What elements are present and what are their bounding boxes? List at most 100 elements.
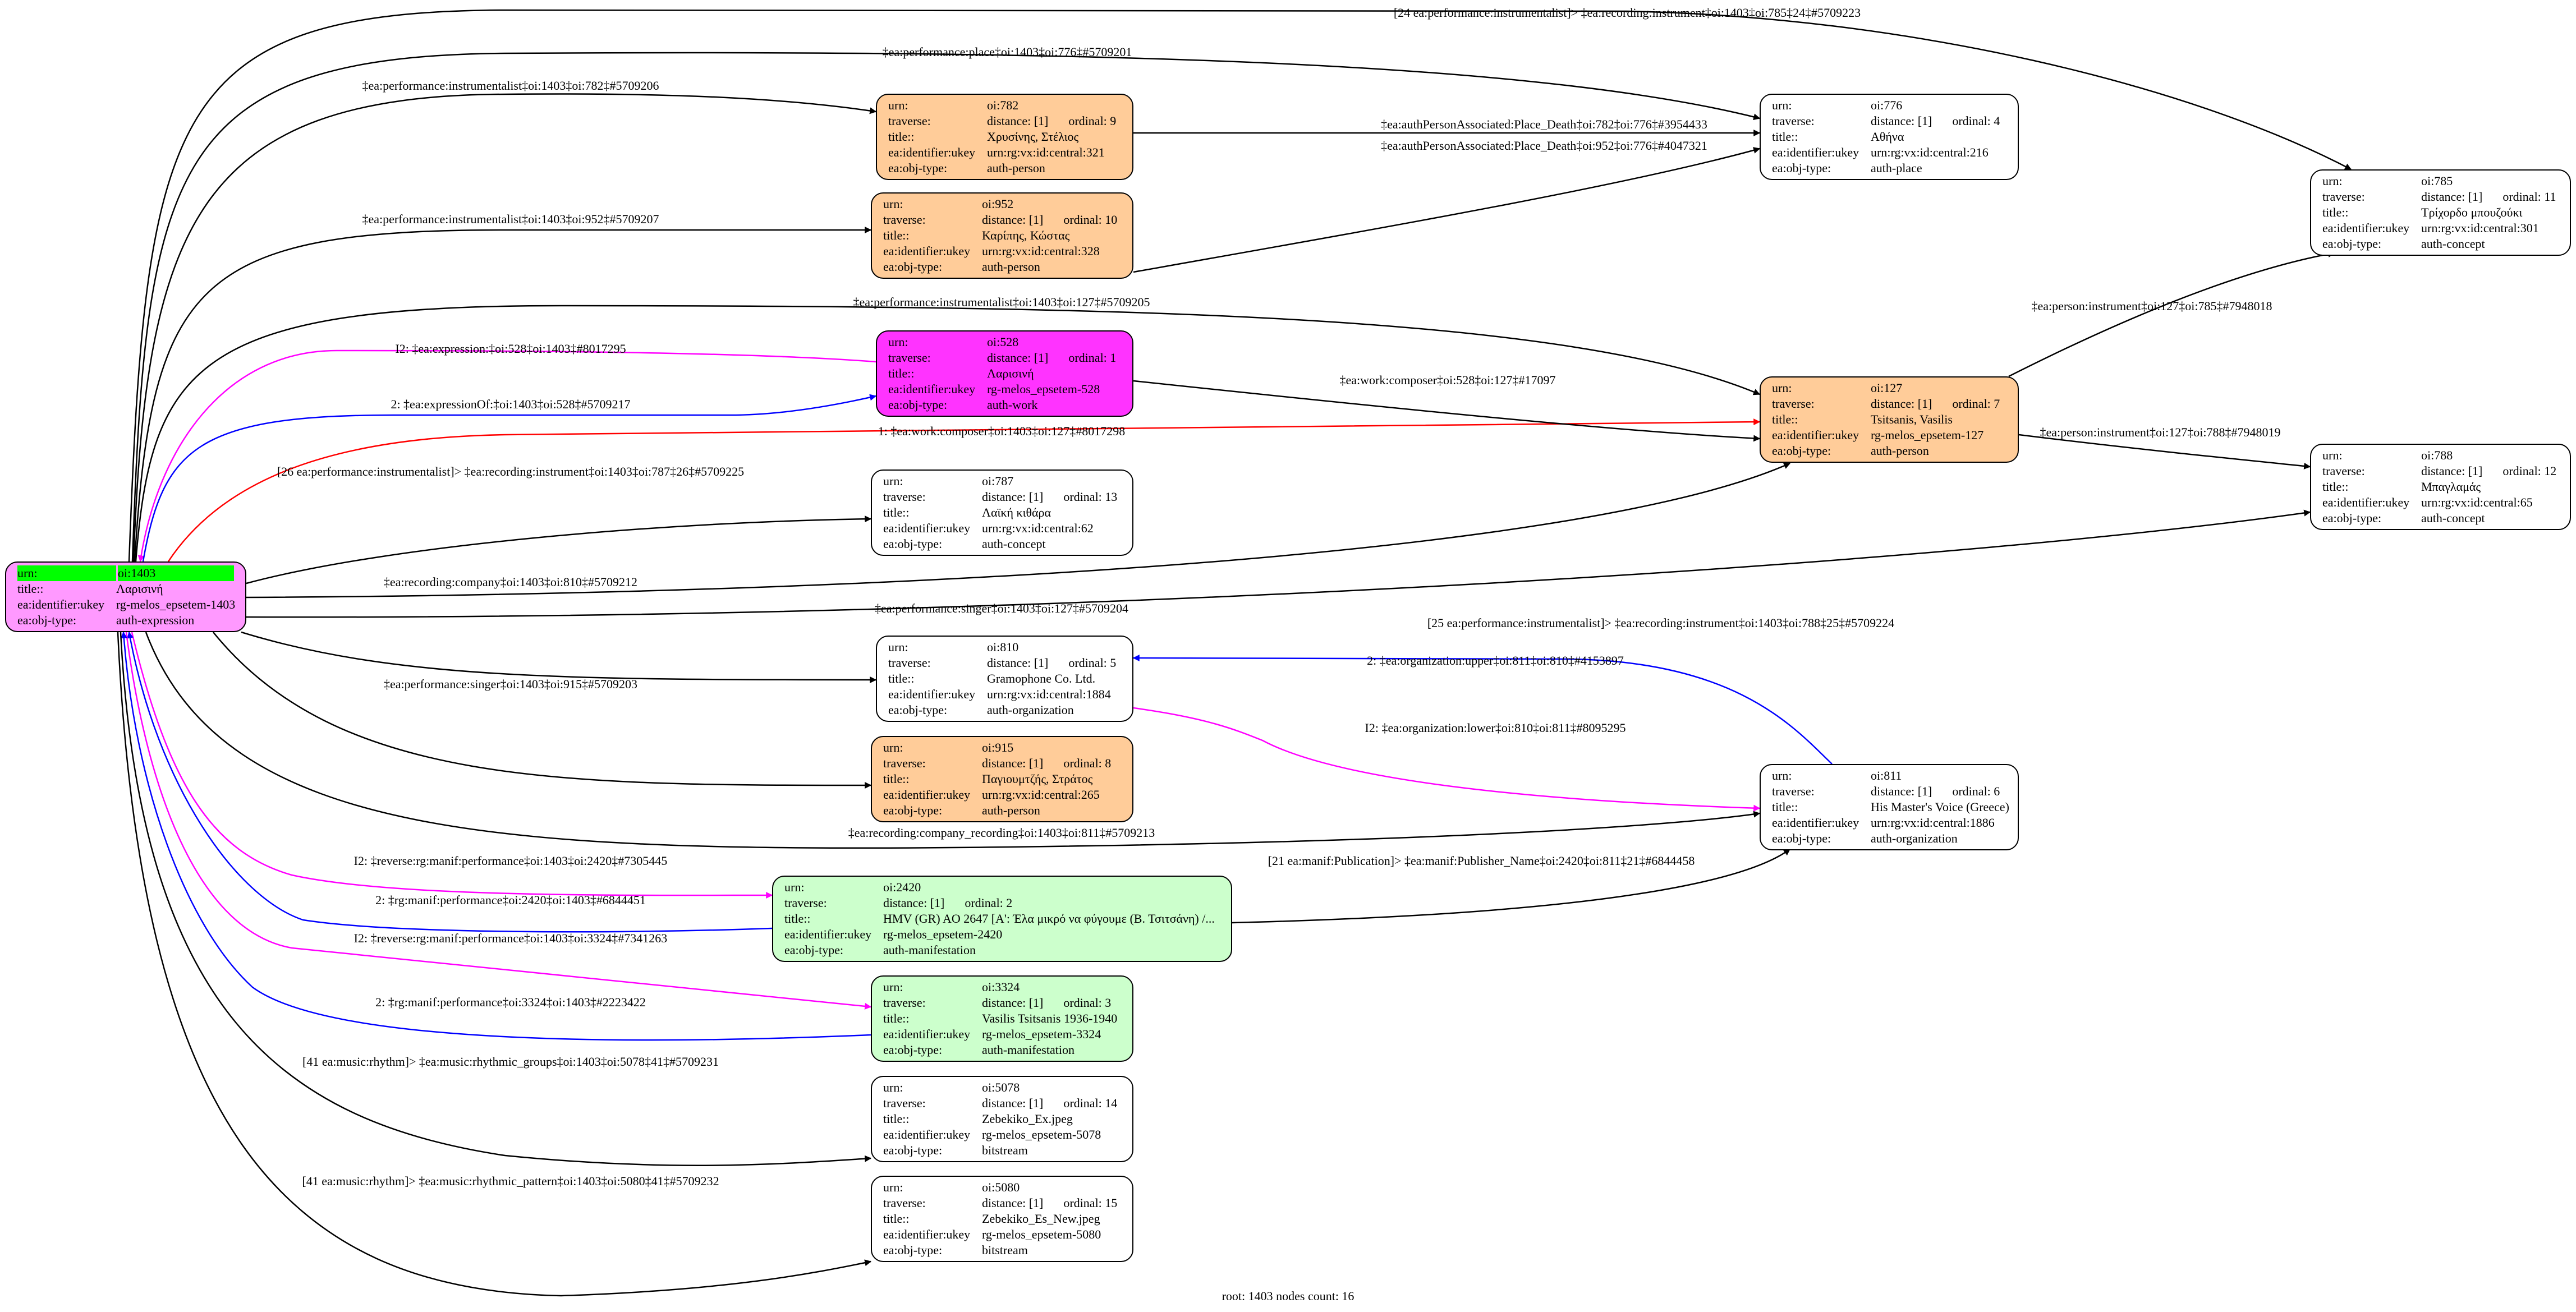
node-traverse-value: distance: [1]ordinal: 14 <box>982 1095 1121 1111</box>
node-field-label: traverse: <box>1772 784 1815 798</box>
node-field-label: title:: <box>888 671 915 685</box>
node-row-urn: urn:oi:915 <box>883 740 1121 756</box>
node-field-label: urn: <box>883 474 903 488</box>
node-field-label: title:: <box>883 228 910 242</box>
node-field-value: oi:952 <box>982 197 1014 211</box>
node-field-value: Παγιουμτζής, Στράτος <box>982 772 1093 786</box>
node-field-label: traverse: <box>883 213 926 227</box>
node-row-urn: urn:oi:127 <box>1772 380 2006 396</box>
edge: [41 ea:music:rhythm]> ‡ea:music:rhythmic… <box>117 632 872 1297</box>
node-distance: distance: [1] <box>883 896 945 910</box>
edge-label: [25 ea:performance:instrumentalist]> ‡ea… <box>1427 616 1894 630</box>
node-row-type: ea:obj-type:auth-place <box>1772 160 2006 176</box>
node-field-value: oi:915 <box>982 740 1014 754</box>
graph-footer: root: 1403 nodes count: 16 <box>1222 1289 1354 1303</box>
node-field-value: oi:2420 <box>883 880 921 894</box>
edge-line <box>241 631 877 683</box>
node-field-label: traverse: <box>784 896 827 910</box>
node-field-label: title:: <box>2322 480 2349 494</box>
node-field-value: oi:788 <box>2421 448 2453 462</box>
node-ordinal: ordinal: 6 <box>1952 784 2000 798</box>
node-field-value: Μπαγλαμάς <box>2421 480 2481 494</box>
edge-label: I2: ‡ea:expression:‡oi:528‡oi:1403‡#8017… <box>395 342 626 356</box>
node-row-traverse: traverse:distance: [1]ordinal: 4 <box>1772 113 2006 129</box>
node-row-type: ea:obj-type:auth-work <box>888 397 1121 413</box>
node-field-label: ea:obj-type: <box>1772 831 1831 845</box>
node-row-urn: urn: oi:952 <box>883 196 1121 212</box>
node-row-type: ea:obj-type:auth-concept <box>883 536 1121 552</box>
node-field-value: urn:rg:vx:id:central:216 <box>1871 145 1989 159</box>
edge-line <box>117 632 872 1297</box>
node-field-value: oi:5078 <box>982 1080 1020 1094</box>
edge-label: ‡ea:authPersonAssociated:Place_Death‡oi:… <box>1381 117 1707 131</box>
node-ordinal: ordinal: 7 <box>1952 397 2000 411</box>
node-distance: distance: [1] <box>1871 397 1932 411</box>
node-field-value: oi:782 <box>987 98 1019 112</box>
node-row-title: title::Καρίπης, Κώστας <box>883 228 1121 243</box>
node-row-urn: urn:oi:811 <box>1772 768 2006 784</box>
node-field-value: urn:rg:vx:id:central:65 <box>2421 495 2533 509</box>
edge-label: 2: ‡rg:manif:performance‡oi:3324‡oi:1403… <box>375 995 646 1009</box>
node-field-label: ea:identifier:ukey <box>883 521 971 535</box>
node-field-value: auth-expression <box>116 613 195 627</box>
node-row-traverse: traverse:distance: [1]ordinal: 2 <box>784 895 1220 911</box>
node-distance: distance: [1] <box>982 1096 1044 1110</box>
node-field-value: rg-melos_epsetem-1403 <box>116 597 236 611</box>
edge-label: [26 ea:performance:instrumentalist]> ‡ea… <box>277 464 744 478</box>
node-row-traverse: traverse:distance: [1]ordinal: 8 <box>883 756 1121 771</box>
edge-label: ‡ea:work:composer‡oi:528‡oi:127‡#17097 <box>1340 373 1556 387</box>
node-field-label: title:: <box>17 582 44 596</box>
node-field-value: rg-melos_epsetem-528 <box>987 382 1100 396</box>
node-field-label: ea:obj-type: <box>888 398 948 412</box>
node-field-value: rg-melos_epsetem-127 <box>1871 428 1984 442</box>
edge-line <box>125 632 872 1010</box>
edge: 1: ‡ea:work:composer‡oi:1403‡oi:127‡#801… <box>167 418 1761 562</box>
edge-label: 2: ‡ea:expressionOf:‡oi:1403‡oi:528‡#570… <box>391 397 630 411</box>
node-ordinal: ordinal: 8 <box>1063 756 1112 770</box>
node-field-label: ea:obj-type: <box>1772 444 1831 458</box>
edge: 2: ‡ea:organization:upper‡oi:811‡oi:810‡… <box>1132 653 1833 765</box>
node-row-title: title::Vasilis Tsitsanis 1936-1940 <box>883 1011 1121 1026</box>
node-field-label: ea:obj-type: <box>888 703 948 717</box>
node-field-value: Tsitsanis, Vasilis <box>1871 412 1953 426</box>
edge-line <box>167 418 1761 562</box>
node-ordinal: ordinal: 4 <box>1952 114 2000 128</box>
node-field-label: traverse: <box>1772 114 1815 128</box>
edge-line <box>246 462 1791 599</box>
node-field-label: ea:identifier:ukey <box>883 788 971 802</box>
edge-line <box>145 632 1761 849</box>
node-field-label: urn: <box>888 98 908 112</box>
node-field-label: ea:obj-type: <box>17 613 77 627</box>
node-field-label: ea:obj-type: <box>784 943 844 957</box>
node-field-value: oi:1403 <box>118 566 156 580</box>
node-field-label: urn: <box>883 197 903 211</box>
node-row-urn: urn:oi:3324 <box>883 979 1121 995</box>
node-traverse-value: distance: [1]ordinal: 1 <box>987 350 1121 366</box>
node-ordinal: ordinal: 1 <box>1068 351 1117 365</box>
edge-line <box>1232 848 1790 924</box>
